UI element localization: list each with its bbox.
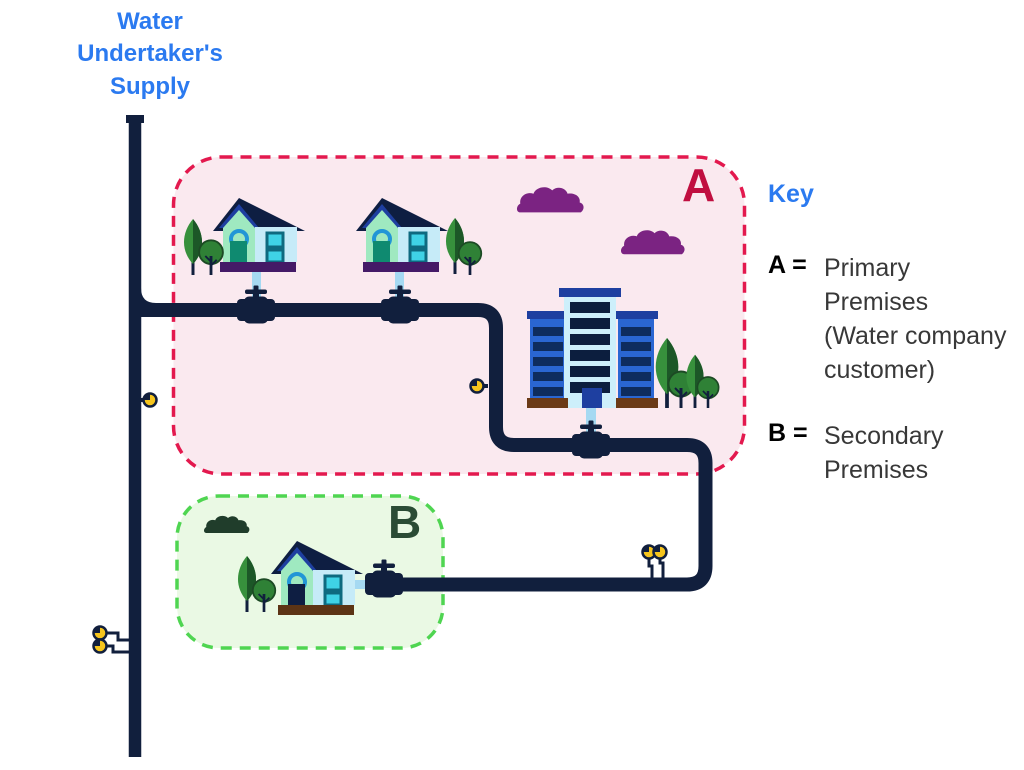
key-item-b: B = Secondary Premises [768, 419, 1024, 487]
key-term-b: B = [768, 419, 808, 447]
office-building [527, 288, 658, 408]
wing-windows [533, 327, 651, 396]
key-definition-a: Primary Premises (Water company customer… [824, 254, 1007, 384]
stop-tap-icon [652, 544, 668, 560]
diagram-title: Water Undertaker's Supply [77, 8, 223, 100]
stop-tap-icon [469, 378, 485, 394]
key-panel: Key A = Primary Premises (Water company … [768, 162, 1024, 505]
stop-taps [92, 378, 668, 654]
zone-a-label: A [682, 159, 716, 211]
zone-b-label: B [388, 496, 422, 548]
pipe-cap [126, 115, 144, 123]
pipe-fillet [141, 288, 156, 303]
building-door [582, 388, 602, 408]
key-item-a: A = Primary Premises (Water company cust… [768, 251, 1024, 387]
stop-tap-icon [92, 625, 108, 641]
stop-tap-icon [92, 638, 108, 654]
stop-tap-icon [142, 392, 158, 408]
key-heading: Key [768, 180, 814, 208]
key-term-a: A = [768, 251, 807, 279]
tower-windows [570, 302, 610, 393]
key-definition-b: Secondary Premises [824, 422, 944, 484]
